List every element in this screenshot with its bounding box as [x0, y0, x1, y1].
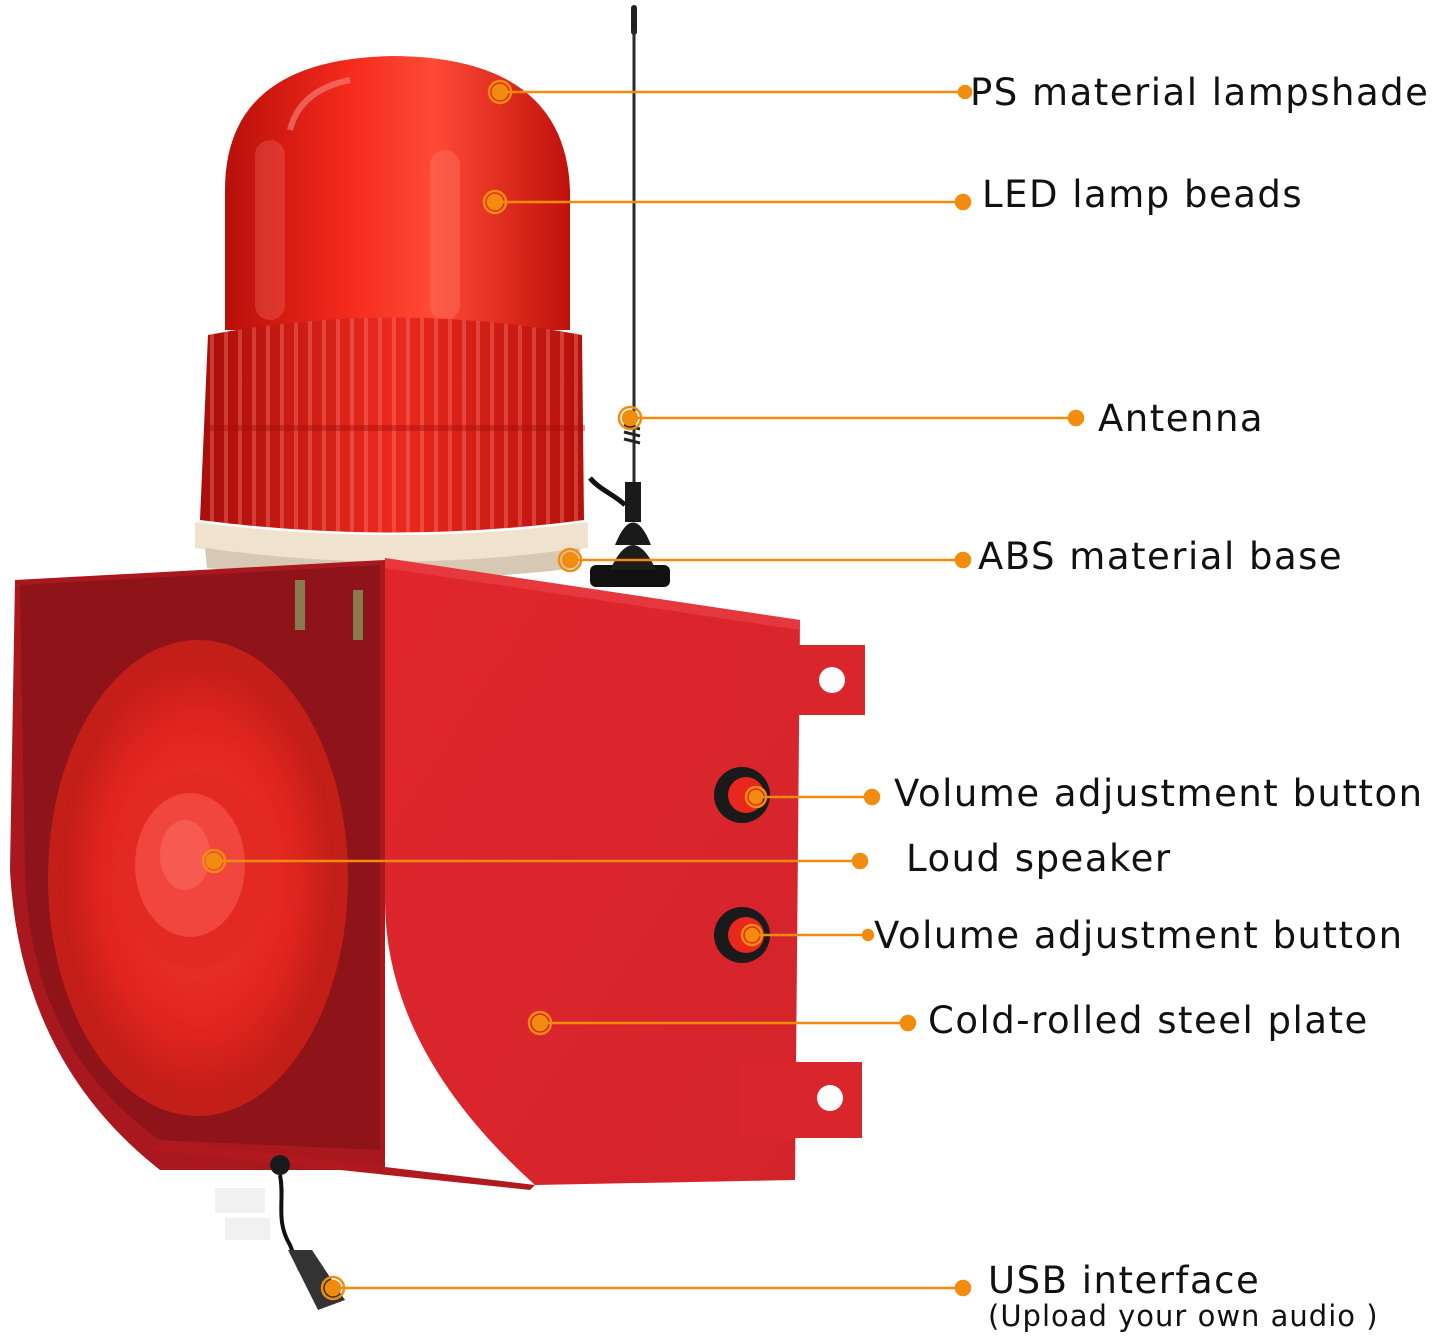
callout-label-loud-speaker: Loud speaker	[906, 837, 1172, 880]
callout-label-lampshade: PS material lampshade	[970, 71, 1430, 114]
antenna-graphic	[588, 5, 670, 587]
speaker-housing-graphic	[10, 558, 865, 1190]
callout-label-steel-plate: Cold-rolled steel plate	[928, 999, 1369, 1042]
callout-label-antenna: Antenna	[1098, 397, 1265, 440]
beacon-lamp-graphic	[195, 56, 588, 579]
usb-cable-graphic	[215, 1155, 345, 1310]
callout-lines	[201, 79, 1085, 1301]
callout-sublabel-usb-upload: (Upload your own audio )	[988, 1299, 1379, 1333]
callout-label-volume-button-2: Volume adjustment button	[874, 914, 1404, 957]
callout-label-volume-button-1: Volume adjustment button	[894, 772, 1424, 815]
callout-label-usb-interface: USB interface	[988, 1259, 1261, 1302]
callout-label-abs-base: ABS material base	[978, 535, 1344, 578]
callout-label-led-beads: LED lamp beads	[982, 173, 1304, 216]
